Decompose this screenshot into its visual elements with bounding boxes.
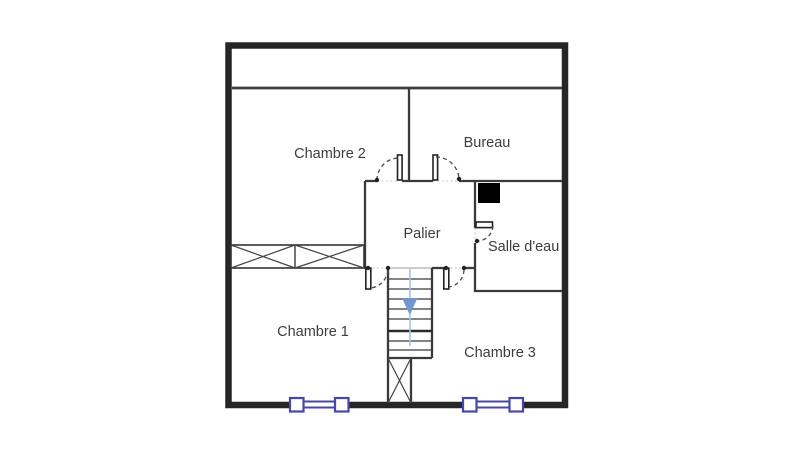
exterior-wall-outline: [225, 42, 569, 409]
room-label-salle-deau: Salle d'eau: [488, 239, 559, 255]
outer-walls: [225, 42, 569, 409]
windows: [288, 396, 525, 413]
door-chambre-3: [442, 265, 467, 290]
window-jamb: [288, 396, 305, 413]
stair-down-arrow: [402, 298, 418, 315]
window-jamb: [508, 396, 525, 413]
chimney-block: [478, 183, 500, 203]
door-leaf-chambre-2: [396, 154, 403, 181]
doors: [364, 154, 494, 290]
room-labels: Chambre 2 Bureau Palier Salle d'eau Cham…: [277, 135, 559, 361]
door-bureau: [432, 154, 462, 182]
closet-cross-hatch: [230, 244, 365, 269]
door-arc-chambre-1: [370, 269, 389, 289]
door-arc-salle-deau: [477, 225, 494, 242]
room-label-chambre-1: Chambre 1: [277, 324, 349, 340]
door-arc-bureau: [435, 156, 460, 181]
stair-lower-flight-cut: [386, 357, 413, 404]
door-leaf-salle-deau: [475, 221, 494, 229]
interior-walls: [363, 88, 562, 293]
door-arc-chambre-2: [376, 157, 400, 181]
door-chambre-2: [374, 154, 403, 183]
closet-outline: [230, 244, 365, 269]
staircase: [386, 267, 434, 404]
door-chambre-1: [364, 265, 391, 290]
window-jamb: [333, 396, 350, 413]
window-chambre-3: [461, 396, 525, 413]
room-label-palier: Palier: [403, 226, 440, 242]
window-chambre-1: [288, 396, 350, 413]
door-arc-chambre-3: [448, 269, 465, 288]
door-leaf-chambre-1: [364, 267, 372, 290]
door-leaf-bureau: [432, 154, 439, 181]
room-label-chambre-3: Chambre 3: [464, 345, 536, 361]
room-label-bureau: Bureau: [464, 135, 511, 151]
door-salle-deau: [474, 221, 494, 244]
closet-hatched-band: [230, 244, 365, 269]
room-label-chambre-2: Chambre 2: [294, 146, 366, 162]
window-jamb: [461, 396, 478, 413]
door-leaf-chambre-3: [442, 267, 450, 290]
